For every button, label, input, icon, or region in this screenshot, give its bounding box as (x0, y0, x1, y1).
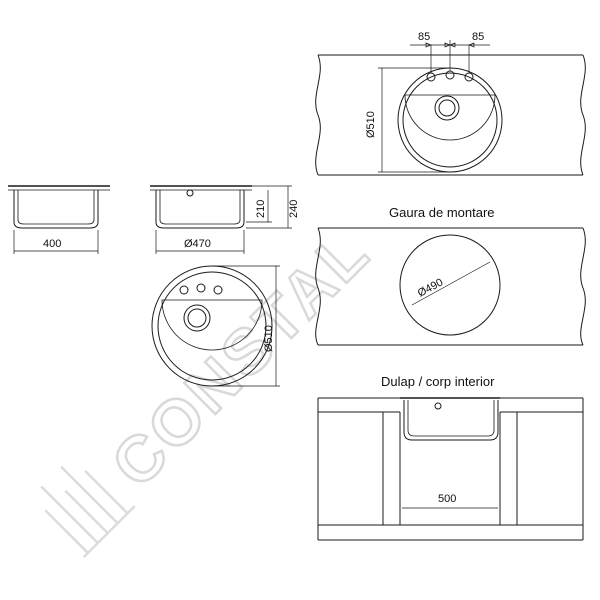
tap-spacing-left-label: 85 (418, 31, 430, 43)
tap-spacing-right-label: 85 (472, 31, 484, 43)
sink-side-view: 400 (8, 185, 110, 254)
cabinet-width-label: 500 (438, 493, 456, 505)
plan-diameter-label: Ø510 (263, 325, 275, 352)
watermark-brand-text: CONSTAL (98, 215, 384, 501)
depth-inner-label: 210 (255, 200, 267, 218)
depth-outer-label: 240 (288, 200, 300, 218)
front-diameter-label: Ø470 (184, 238, 211, 250)
cabinet-section: Dulap / corp interior 500 (317, 374, 584, 541)
watermark-logo-icon (40, 465, 136, 559)
mounting-hole-title: Gaura de montare (389, 205, 495, 220)
cutout-diameter-label: Ø490 (416, 276, 445, 299)
cabinet-title: Dulap / corp interior (381, 374, 495, 389)
countertop-plan-top: 85 85 Ø510 (315, 31, 586, 176)
sink-front-view: Ø470 210 240 (150, 185, 300, 254)
side-width-label: 400 (43, 238, 61, 250)
top-diameter-label: Ø510 (365, 111, 377, 138)
constal-watermark: CONSTAL (40, 213, 385, 559)
sink-plan-view: Ø510 (151, 265, 280, 387)
